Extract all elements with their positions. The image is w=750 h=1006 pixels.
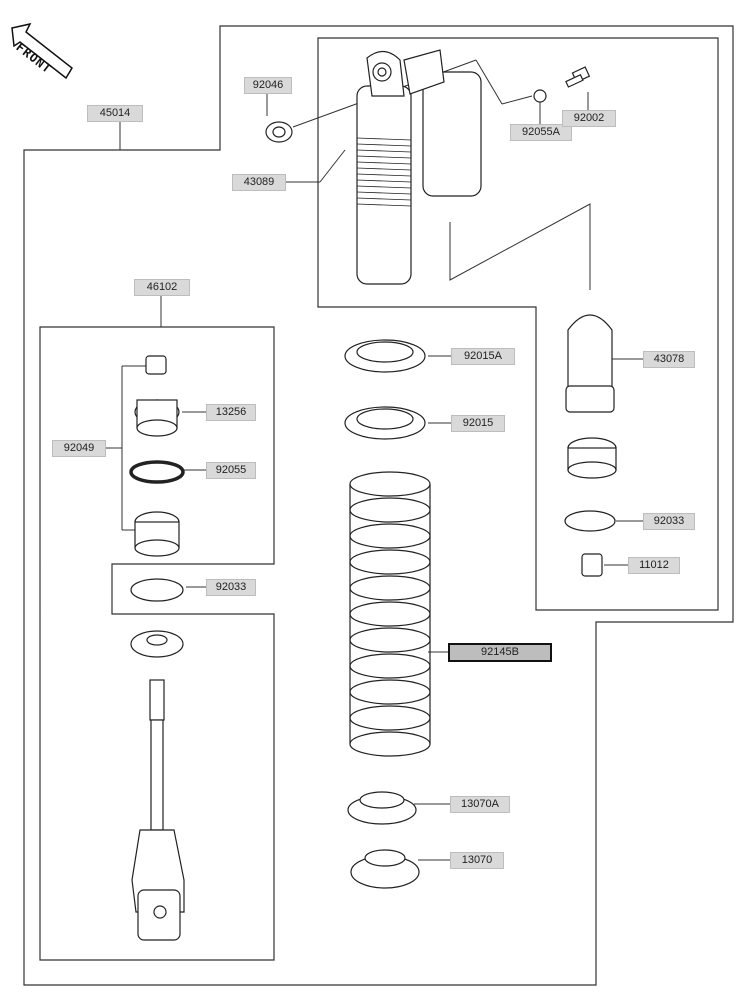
circlip-92033-left — [130, 578, 184, 602]
nut-top — [145, 355, 167, 375]
label-43078: 43078 — [643, 351, 695, 368]
assembly-outline-46102 — [39, 326, 275, 961]
bolt-92002 — [565, 66, 591, 88]
leader-lines — [104, 59, 643, 861]
label-92055: 92055 — [206, 462, 256, 479]
label-13070A: 13070A — [450, 796, 510, 813]
label-13256: 13256 — [206, 404, 256, 421]
label-46102: 46102 — [134, 279, 190, 296]
label-92002: 92002 — [562, 110, 616, 127]
o-ring-92055A — [533, 89, 547, 103]
shock-body-43089 — [356, 49, 482, 285]
label-92033-left: 92033 — [206, 579, 256, 596]
valve-11012 — [581, 553, 603, 577]
o-ring-92055 — [129, 460, 185, 484]
label-92055A: 92055A — [510, 124, 572, 141]
label-13070: 13070 — [450, 852, 504, 869]
front-arrow-icon — [11, 22, 73, 80]
valve-13256 — [134, 399, 180, 437]
label-43089: 43089 — [232, 174, 286, 191]
front-direction-indicator: FRONT — [10, 22, 76, 80]
piston-part — [134, 511, 180, 557]
label-92015A: 92015A — [451, 348, 515, 365]
label-92046: 92046 — [244, 77, 292, 94]
locknut-92015 — [344, 406, 426, 440]
assembly-outline-45014 — [23, 25, 734, 986]
stopper — [130, 630, 184, 658]
cap-part — [567, 437, 617, 479]
assembly-outline-43089 — [317, 37, 719, 611]
label-45014: 45014 — [87, 105, 143, 122]
label-11012: 11012 — [628, 557, 680, 574]
circlip-92033-right — [564, 510, 616, 532]
label-92015: 92015 — [451, 415, 505, 432]
bushing-92046 — [265, 121, 293, 143]
label-92049: 92049 — [52, 440, 106, 457]
spring-seat-13070A — [347, 791, 417, 825]
bladder-43078 — [565, 314, 615, 413]
spring-seat-13070 — [350, 849, 420, 889]
piston-rod — [131, 679, 185, 941]
label-92033-right: 92033 — [643, 513, 695, 530]
locknut-92015A — [344, 339, 426, 373]
label-92145B[interactable]: 92145B — [448, 643, 552, 662]
spring-92145B — [349, 471, 431, 757]
